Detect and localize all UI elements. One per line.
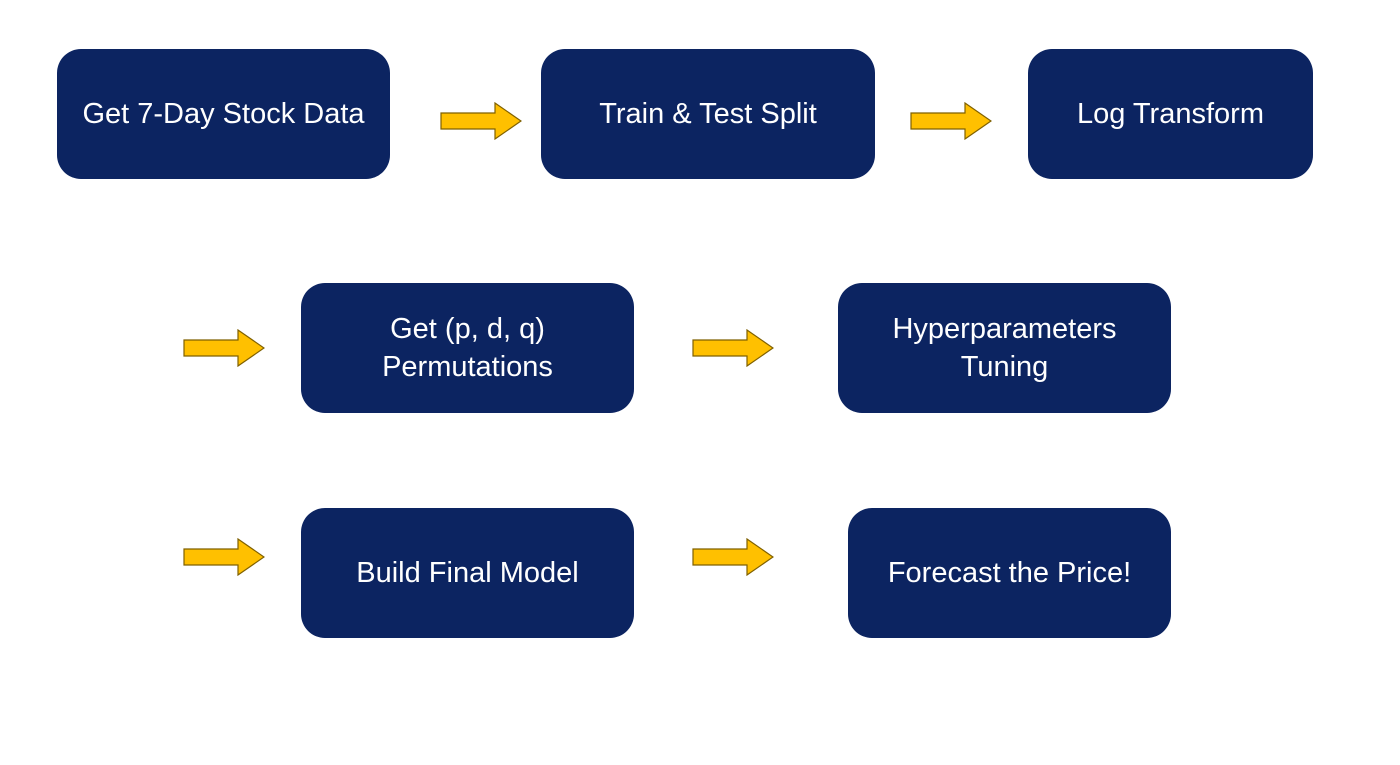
- step-label: Build Final Model: [356, 557, 579, 589]
- step-build-final-model: Build Final Model: [301, 508, 634, 638]
- step-log-transform: Log Transform: [1028, 49, 1313, 179]
- step-label: Get (p, d, q) Permutations: [382, 313, 553, 383]
- right-arrow-icon: [910, 102, 992, 140]
- right-arrow-icon: [692, 538, 774, 576]
- step-label: Hyperparameters Tuning: [892, 313, 1117, 383]
- right-arrow-icon: [183, 329, 265, 367]
- right-arrow-icon: [692, 329, 774, 367]
- step-label: Train & Test Split: [599, 98, 817, 130]
- step-get-stock-data: Get 7-Day Stock Data: [57, 49, 390, 179]
- step-train-test-split: Train & Test Split: [541, 49, 875, 179]
- right-arrow-icon: [440, 102, 522, 140]
- right-arrow-icon: [183, 538, 265, 576]
- step-get-permutations: Get (p, d, q) Permutations: [301, 283, 634, 413]
- step-label: Forecast the Price!: [887, 557, 1132, 589]
- step-forecast-price: Forecast the Price!: [848, 508, 1171, 638]
- step-label: Log Transform: [1077, 98, 1264, 130]
- step-label: Get 7-Day Stock Data: [82, 98, 365, 130]
- step-hyperparameters-tuning: Hyperparameters Tuning: [838, 283, 1171, 413]
